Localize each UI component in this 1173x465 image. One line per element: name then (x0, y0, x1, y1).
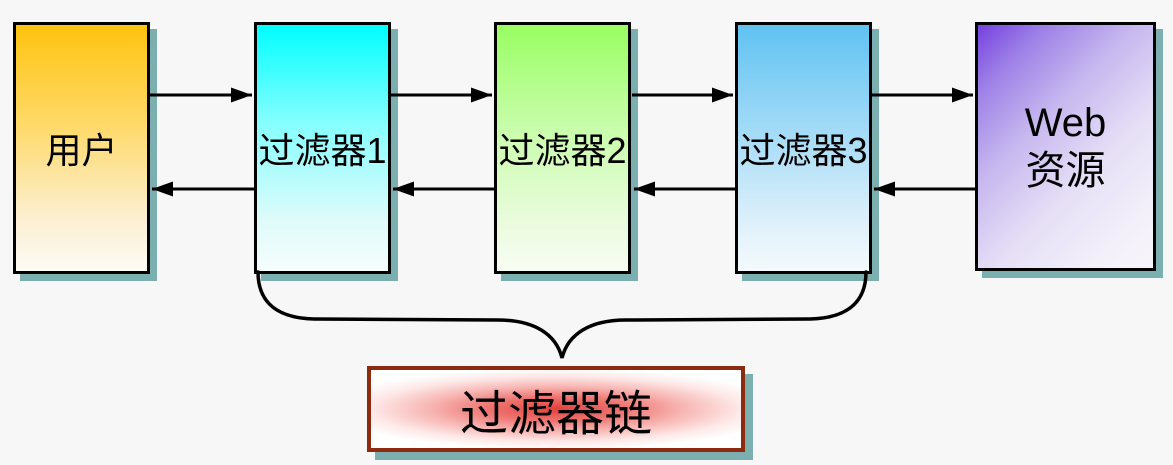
node-user-label: 用户 (45, 130, 118, 171)
filter-chain-brace (256, 270, 868, 359)
web-resource-line-1: Web (1024, 100, 1107, 145)
node-user: 用户 (13, 22, 150, 274)
node-filter-2-label: 过滤器2 (498, 130, 627, 171)
node-filter-1: 过滤器1 (254, 22, 391, 274)
node-filter-3: 过滤器3 (735, 22, 872, 274)
filter-chain-caption-label: 过滤器链 (459, 388, 652, 441)
filter-chain-caption: 过滤器链 (367, 366, 745, 452)
node-web-resource-label: Web 资源 (1025, 99, 1107, 195)
node-filter-1-label: 过滤器1 (258, 130, 387, 171)
node-filter-3-label: 过滤器3 (739, 130, 868, 171)
web-resource-line-2: 资源 (1025, 148, 1106, 193)
node-web-resource: Web 资源 (975, 22, 1156, 271)
node-filter-2: 过滤器2 (494, 22, 631, 274)
